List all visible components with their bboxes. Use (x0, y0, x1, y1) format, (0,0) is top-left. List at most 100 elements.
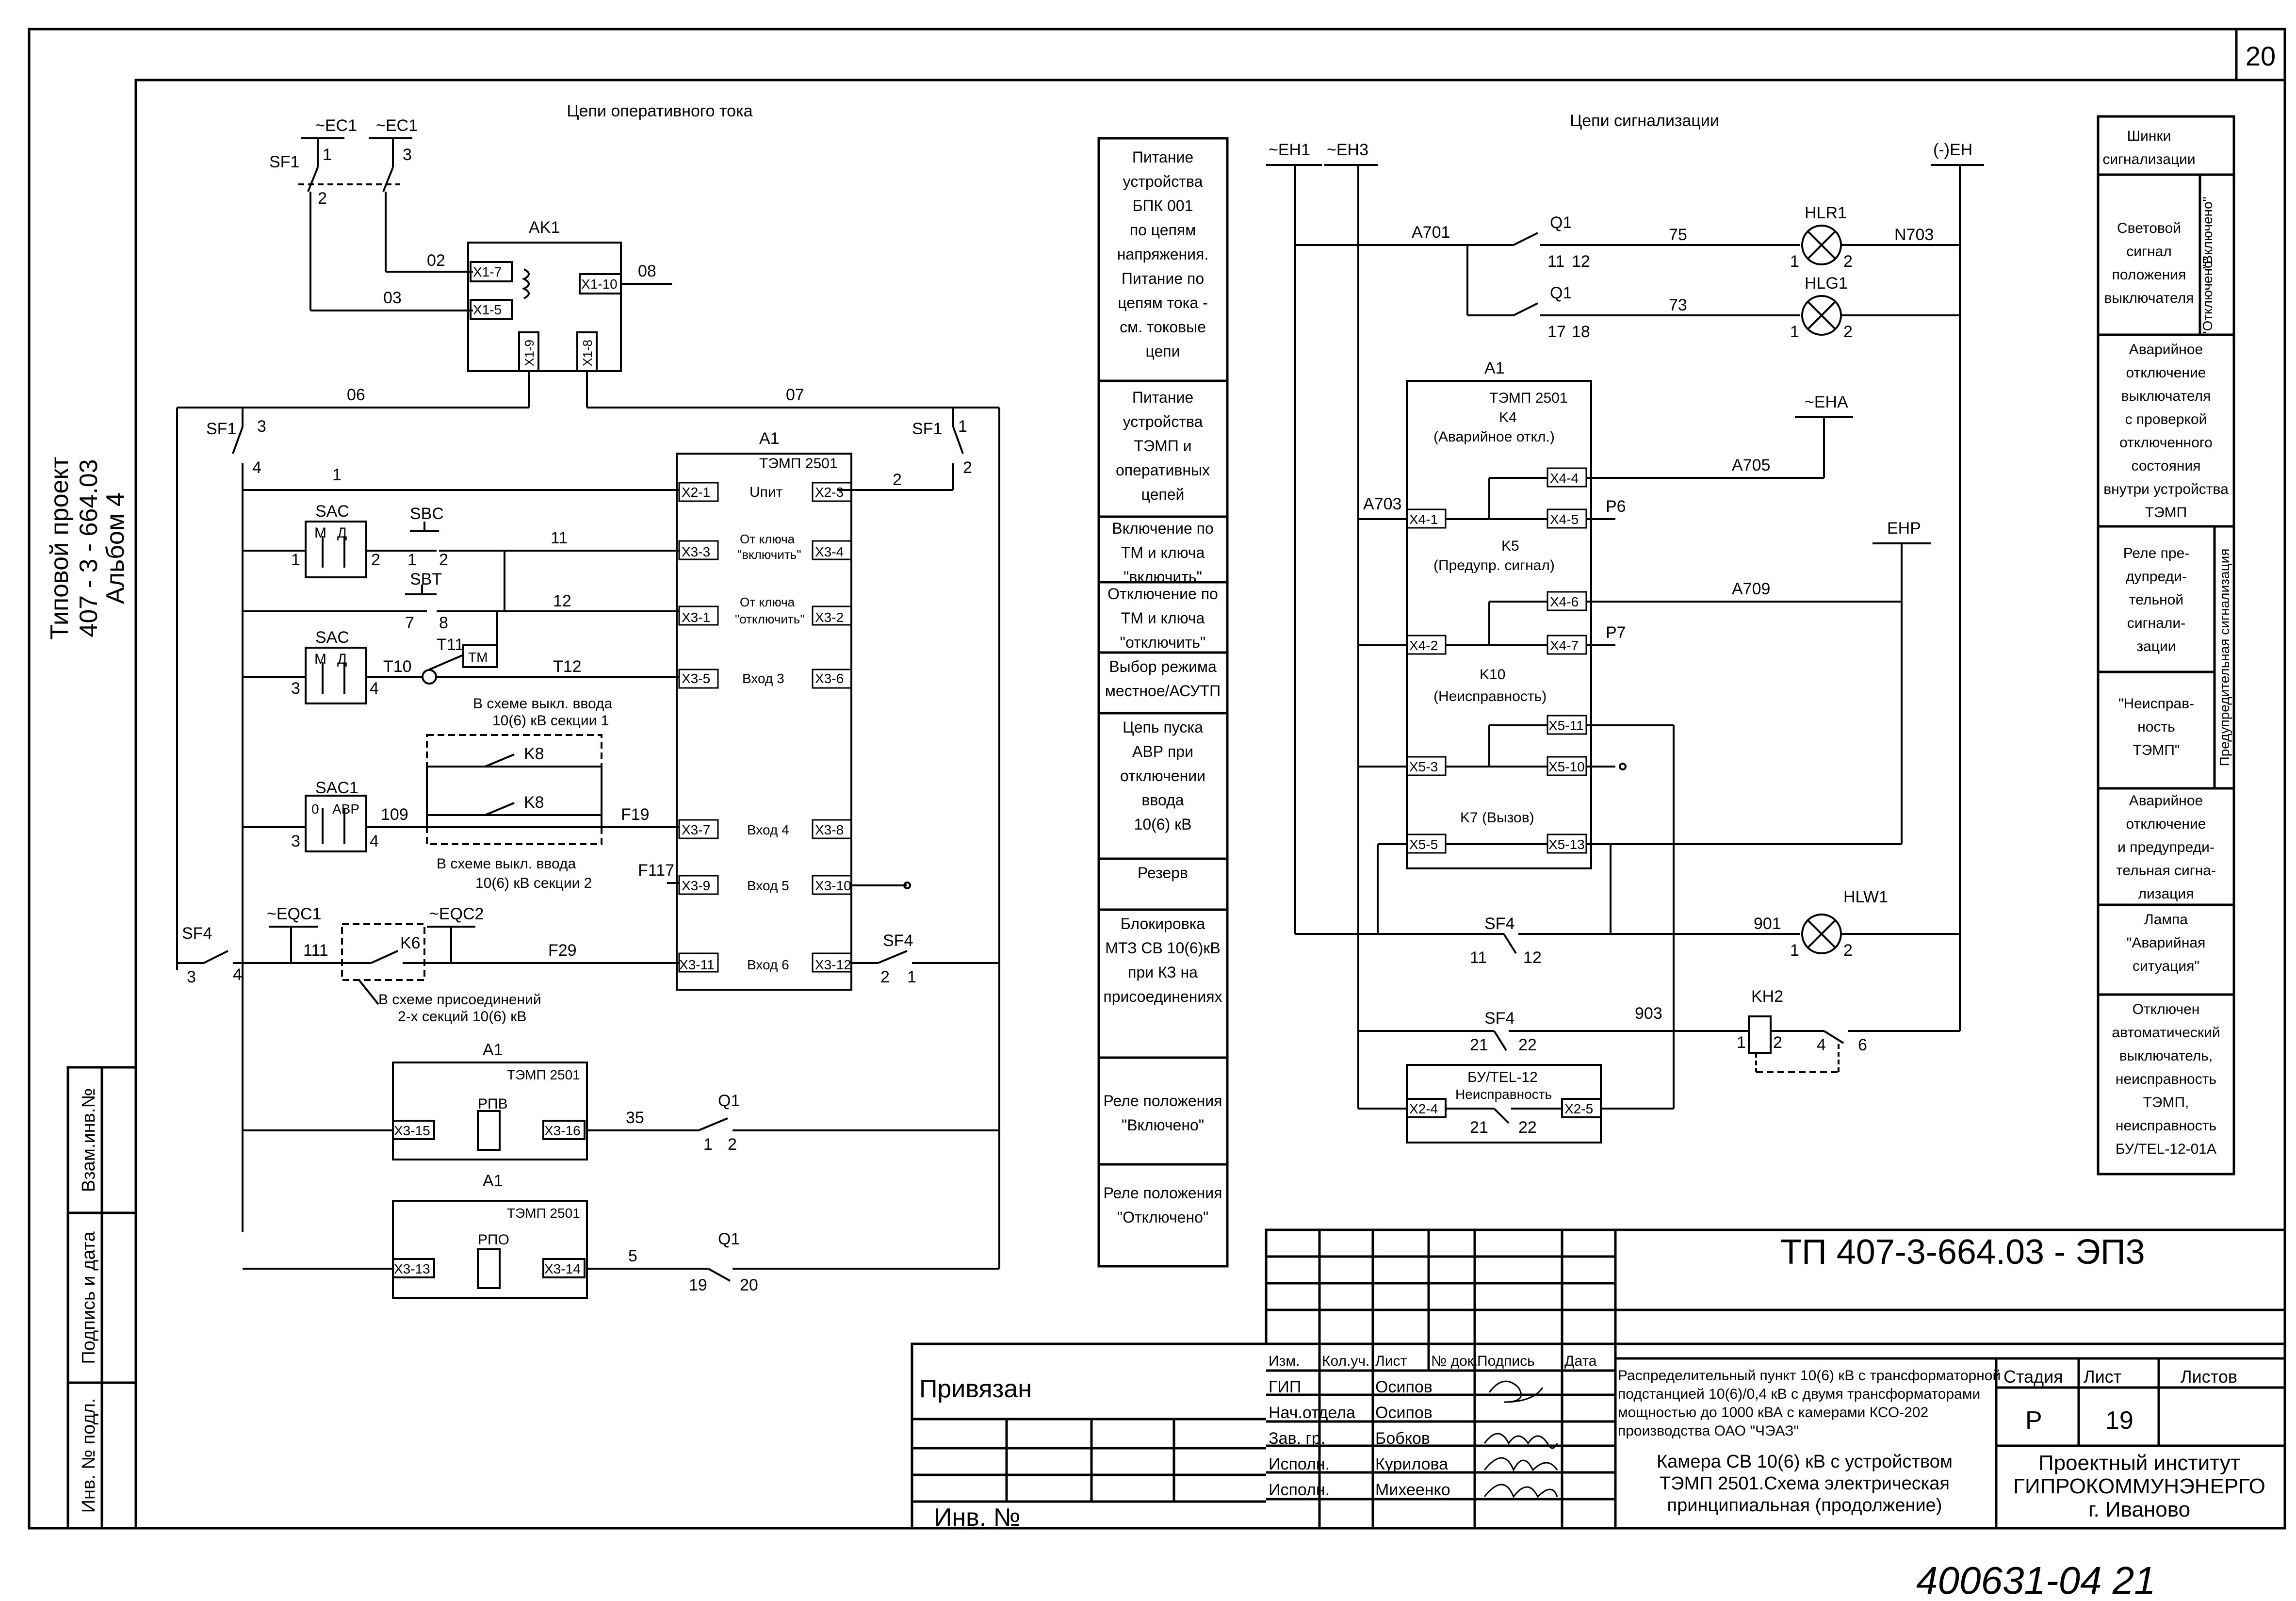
title-column-header: Подпись (1477, 1353, 1535, 1369)
middle-table-cell-line: Питание по (1122, 270, 1204, 287)
middle-table-cell-line: местное/АСУТП (1105, 682, 1221, 700)
lbl-sbt7: 7 (405, 614, 414, 632)
lbl-temp2: ТЭМП 2501 (507, 1067, 580, 1082)
middle-table-cell-line: Резерв (1138, 864, 1188, 882)
lbl-ec1a: ~EC1 (315, 116, 357, 135)
lbl-w111: 111 (303, 941, 328, 960)
lbl-x310: X3-10 (815, 878, 851, 893)
right-table-cell-line: выключатель, (2119, 1048, 2213, 1064)
lbl-x53: X5-3 (1409, 759, 1438, 774)
right-table-cell-line: неисправность (2116, 1118, 2216, 1134)
organization-line: г. Иваново (2088, 1498, 2190, 1521)
staff-name: Бобков (1375, 1429, 1430, 1448)
lbl-w06: 06 (347, 386, 365, 404)
lbl-bu21: 21 (1470, 1118, 1488, 1137)
lbl-kh2-4: 4 (1817, 1036, 1826, 1054)
lbl-in6: Вход 6 (747, 957, 789, 972)
right-table-cell-line: отключенного (2119, 435, 2213, 451)
lbl-bu: БУ/TEL-12 (1467, 1069, 1538, 1085)
lbl-x46: X4-6 (1550, 594, 1579, 609)
lbl-c3: 3 (291, 679, 300, 698)
lbl-x316: X3-16 (544, 1123, 581, 1138)
middle-table-cell-line: цепей (1141, 486, 1185, 503)
lbl-x312: X3-12 (815, 957, 851, 972)
lbl-k7: K7 (Вызов) (1460, 810, 1534, 826)
right-table-cell-line: с проверкой (2125, 411, 2207, 427)
lbl-sf1l: SF1 (206, 420, 236, 438)
lbl-temp3: ТЭМП 2501 (507, 1206, 580, 1221)
lbl-x23: X2-3 (815, 485, 844, 500)
lbl-w07: 07 (786, 386, 804, 404)
lbl-a1: A1 (759, 429, 780, 448)
right-table-cell-line: "Неисправ- (2118, 696, 2194, 712)
middle-table-cell-line: по цепям (1130, 221, 1196, 239)
lbl-c1: 1 (291, 551, 300, 569)
lbl-x24: X2-4 (1409, 1101, 1438, 1116)
lbl-w903: 903 (1635, 1004, 1662, 1023)
lbl-f29: F29 (548, 941, 577, 960)
staff-name: Михеенко (1375, 1481, 1450, 1499)
lbl-w35: 35 (626, 1109, 644, 1127)
lbl-w109: 109 (381, 805, 408, 824)
lbl-q1b18: 18 (1572, 323, 1590, 341)
right-table-cell-line: тельной (2129, 592, 2183, 608)
lbl-k8b: K8 (524, 793, 544, 812)
right-table-cell-line: ТЭМП (2145, 505, 2187, 521)
lbl-sf1l4: 4 (252, 458, 261, 477)
lbl-rpo: РПО (478, 1232, 509, 1248)
lbl-eqc1: ~EQC1 (267, 905, 321, 923)
lbl-w2: 2 (893, 471, 902, 489)
sheet-description-line: Камера СВ 10(6) кВ с устройством (1657, 1452, 1953, 1472)
middle-table-cell-line: напряжения. (1117, 245, 1209, 263)
lbl-sac2-d: Д (337, 651, 347, 667)
middle-table-cell-line: устройства (1123, 173, 1203, 190)
middle-table-cell-line: Выбор режима (1109, 658, 1217, 675)
lbl-x21: X2-1 (682, 485, 710, 500)
lbl-d4: 4 (370, 832, 379, 850)
lbl-x47: X4-7 (1550, 638, 1579, 653)
lbl-kh2-2: 2 (1773, 1033, 1782, 1052)
lbl-x31: X3-1 (682, 610, 710, 625)
lbl-upit: Uпит (749, 484, 783, 500)
lbl-q1a: Q1 (718, 1092, 740, 1110)
lbl-sf4b: SF4 (1484, 1009, 1514, 1028)
lbl-kh2-6: 6 (1858, 1036, 1867, 1054)
lbl-f117: F117 (638, 861, 674, 880)
lbl-sbc2: 2 (439, 551, 448, 569)
lbl-ak1: AK1 (529, 218, 560, 237)
lbl-a705: A705 (1732, 456, 1770, 474)
middle-table-cell-line: Включение по (1112, 520, 1214, 537)
lbl-hlr1-1: 1 (1790, 252, 1799, 271)
lbl-sf1l3: 3 (257, 417, 266, 436)
lbl-q1b20: 20 (740, 1276, 758, 1294)
right-table-cell-line: внутри устройства (2103, 481, 2229, 497)
lbl-sac-m: М (314, 525, 326, 541)
inv-number: Инв. № (934, 1503, 1020, 1532)
lbl-a701: A701 (1412, 223, 1450, 242)
lbl-q1b: Q1 (718, 1230, 740, 1248)
lbl-k5d: (Предупр. сигнал) (1433, 557, 1555, 573)
title-column-header: Кол.уч. (1322, 1353, 1369, 1369)
lbl-in3: Вход 3 (742, 671, 784, 686)
lbl-p7: P7 (1606, 623, 1626, 642)
lbl-hlw1-2: 2 (1843, 941, 1853, 960)
lbl-sac1-0: 0 (311, 801, 319, 817)
lbl-w11: 11 (551, 529, 568, 547)
vert-group: Предупредительная сигнализация (2217, 549, 2232, 767)
lbl-meh: (-)EH (1933, 141, 1972, 159)
lbl-sf4b22: 22 (1518, 1036, 1537, 1054)
lbl-x44: X4-4 (1550, 471, 1579, 486)
vert-off: "Отключено" (2200, 256, 2215, 336)
lbl-x55: X5-5 (1409, 837, 1438, 852)
lbl-t12: T12 (553, 657, 582, 676)
staff-role: Исполн. (1269, 1481, 1330, 1499)
lbl-hlr1: HLR1 (1805, 204, 1847, 222)
middle-table-cell-line: цепям тока - (1118, 294, 1207, 311)
right-table-cell-line: ность (2137, 719, 2175, 735)
lbl-x313: X3-13 (394, 1261, 430, 1276)
lbl-c2: 2 (371, 551, 380, 569)
title-column-header: Лист (1375, 1353, 1407, 1369)
